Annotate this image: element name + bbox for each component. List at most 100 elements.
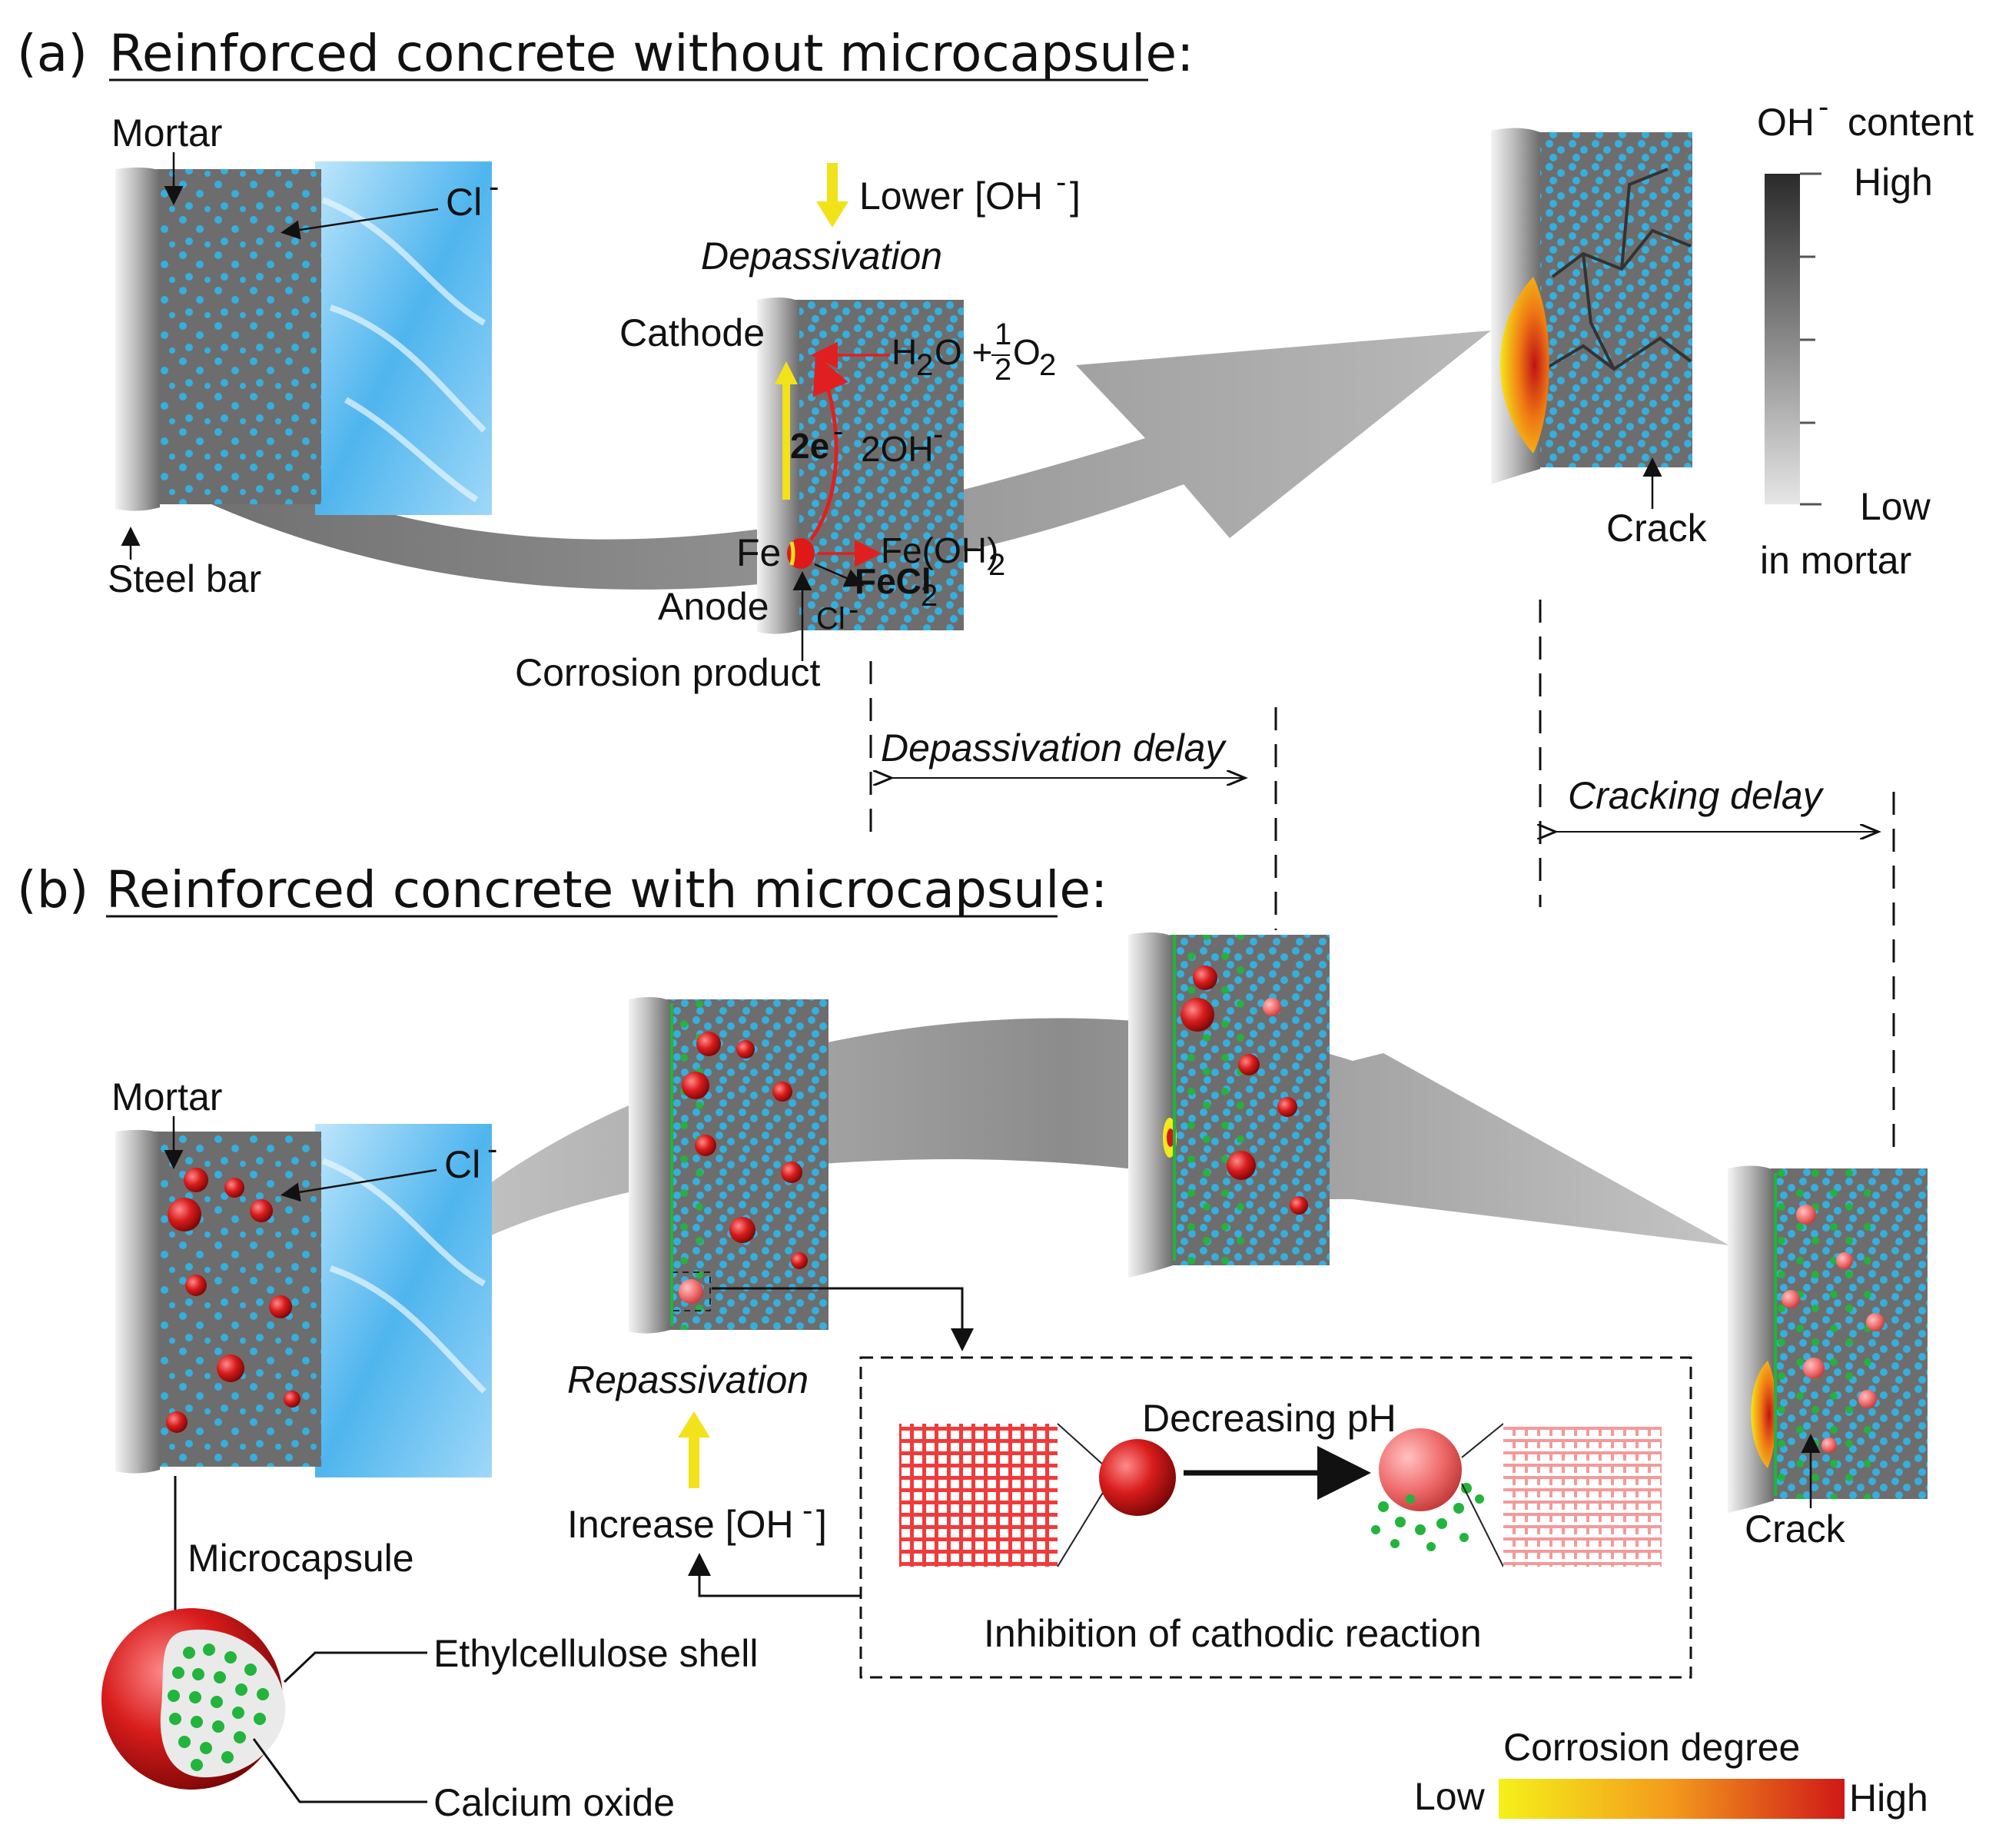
label-core: Calcium oxide <box>433 1781 675 1824</box>
svg-text:1: 1 <box>995 317 1011 351</box>
svg-text:Lower [OH: Lower [OH <box>859 174 1043 218</box>
label-crack-a: Crack <box>1606 507 1708 550</box>
legend-oh-caption: in mortar <box>1760 539 1911 582</box>
chloride-solution <box>315 161 492 515</box>
label-electrons: 2e - <box>790 414 843 466</box>
section-a-title: Reinforced concrete without microcapsule… <box>109 24 1194 83</box>
steel-bar <box>115 167 160 511</box>
label-steel-bar: Steel bar <box>108 557 261 600</box>
inhibition-box <box>859 1356 1692 1679</box>
svg-text:-: - <box>489 170 499 204</box>
svg-text:Cl: Cl <box>446 181 482 224</box>
label-mortar-a: Mortar <box>111 111 222 155</box>
increase-oh-arrow <box>689 1438 699 1488</box>
label-shell: Ethylcellulose shell <box>433 1632 758 1675</box>
legend-corrosion-low: Low <box>1414 1775 1486 1818</box>
panel-a1 <box>115 161 492 515</box>
svg-text:FeCl: FeCl <box>855 561 931 601</box>
svg-text:]: ] <box>816 1503 827 1546</box>
svg-text:Increase [OH: Increase [OH <box>567 1503 794 1546</box>
label-corrosion-product: Corrosion product <box>515 651 821 694</box>
label-mortar-b: Mortar <box>111 1075 222 1118</box>
label-microcapsule: Microcapsule <box>188 1537 414 1580</box>
label-lower-oh: Lower [OH - ] <box>859 165 1081 218</box>
label-repassivation: Repassivation <box>567 1358 809 1401</box>
released-calcium-oxide <box>1371 1483 1484 1551</box>
svg-text:-: - <box>1056 165 1066 199</box>
label-decreasing-ph: Decreasing pH <box>1142 1397 1396 1440</box>
svg-text:H: H <box>892 332 917 372</box>
svg-text:Cl: Cl <box>816 602 845 636</box>
legend-oh-high: High <box>1854 161 1933 204</box>
svg-text:-: - <box>933 417 943 451</box>
label-chloride-b: Cl - <box>444 1132 497 1186</box>
degraded-shell-mesh <box>1503 1424 1662 1567</box>
label-depassivation: Depassivation <box>701 234 942 278</box>
delay-dashed-lines <box>869 600 1895 1161</box>
label-hydroxide: 2OH - <box>861 417 943 469</box>
svg-text:Fe(OH): Fe(OH) <box>881 530 998 570</box>
svg-text:2OH: 2OH <box>861 429 934 469</box>
svg-text:]: ] <box>1070 174 1081 218</box>
label-increase-oh: Increase [OH - ] <box>567 1494 827 1546</box>
label-inhibition: Inhibition of cathodic reaction <box>984 1612 1482 1655</box>
rust-a3 <box>1499 277 1549 454</box>
rust-b4 <box>1751 1361 1777 1468</box>
corrosion-gradient-bar <box>1499 1779 1845 1819</box>
intact-shell-mesh <box>899 1424 1058 1567</box>
steel-bar-b3 <box>1128 932 1173 1278</box>
panel-b4 <box>1728 1165 1928 1513</box>
svg-text:2: 2 <box>995 353 1011 387</box>
panel-a3 <box>1491 128 1692 484</box>
steel-bar-b1 <box>115 1129 160 1474</box>
capsule-intact <box>1099 1439 1176 1516</box>
chloride-solution-b <box>315 1124 492 1477</box>
label-anode: Anode <box>658 585 769 628</box>
svg-text:2: 2 <box>916 348 933 382</box>
panel-b3 <box>1128 932 1330 1278</box>
label-chloride-a: Cl - <box>446 170 499 224</box>
shell-leader <box>283 1651 427 1683</box>
label-fecl2: FeCl 2 <box>855 561 938 613</box>
svg-text:O: O <box>1013 332 1041 372</box>
steel-bar-b2 <box>629 996 670 1334</box>
svg-text:Cl: Cl <box>444 1143 480 1186</box>
label-depassivation-delay: Depassivation delay <box>881 726 1227 769</box>
zoom-connector <box>712 1287 974 1351</box>
microcapsule-cutaway <box>101 1608 286 1790</box>
svg-text:OH: OH <box>1757 101 1815 144</box>
svg-text:2e: 2e <box>790 426 829 466</box>
panel-b1 <box>115 1124 492 1477</box>
oh-gradient-bar <box>1765 174 1800 504</box>
svg-text:content: content <box>1848 101 1974 144</box>
flow-arrow-a <box>184 331 1491 590</box>
label-cathode: Cathode <box>619 311 765 354</box>
electron-arrow <box>782 384 790 500</box>
legend-oh-title: OH - content <box>1757 90 1974 144</box>
section-b-title: Reinforced concrete with microcapsule: <box>106 860 1107 919</box>
label-cracking-delay: Cracking delay <box>1568 774 1825 817</box>
svg-text:-: - <box>848 593 858 627</box>
svg-text:O +: O + <box>935 332 992 372</box>
electron-flow-curve <box>809 354 848 541</box>
panel-a2 <box>757 297 964 634</box>
label-cl-small: Cl - <box>816 593 858 636</box>
cathode-reaction: H 2 O + 1 2 O 2 <box>892 317 1056 387</box>
svg-text:-: - <box>833 414 843 448</box>
section-a-prefix: (a) <box>17 24 88 83</box>
feedback-arrow <box>688 1553 861 1597</box>
svg-text:2: 2 <box>921 579 938 613</box>
crack-lines <box>1543 168 1692 371</box>
capsule-degraded <box>1379 1428 1462 1511</box>
svg-text:2: 2 <box>1039 348 1056 382</box>
svg-text:2: 2 <box>988 548 1005 582</box>
label-fe: Fe <box>736 531 781 574</box>
svg-text:-: - <box>487 1132 497 1166</box>
label-fe-oh2: Fe(OH) 2 <box>881 530 1005 582</box>
core-leader <box>252 1738 427 1803</box>
lower-oh-arrow <box>827 163 838 201</box>
label-crack-b: Crack <box>1745 1507 1846 1551</box>
legend-corrosion-title: Corrosion degree <box>1503 1726 1800 1769</box>
svg-text:-: - <box>1818 90 1828 124</box>
